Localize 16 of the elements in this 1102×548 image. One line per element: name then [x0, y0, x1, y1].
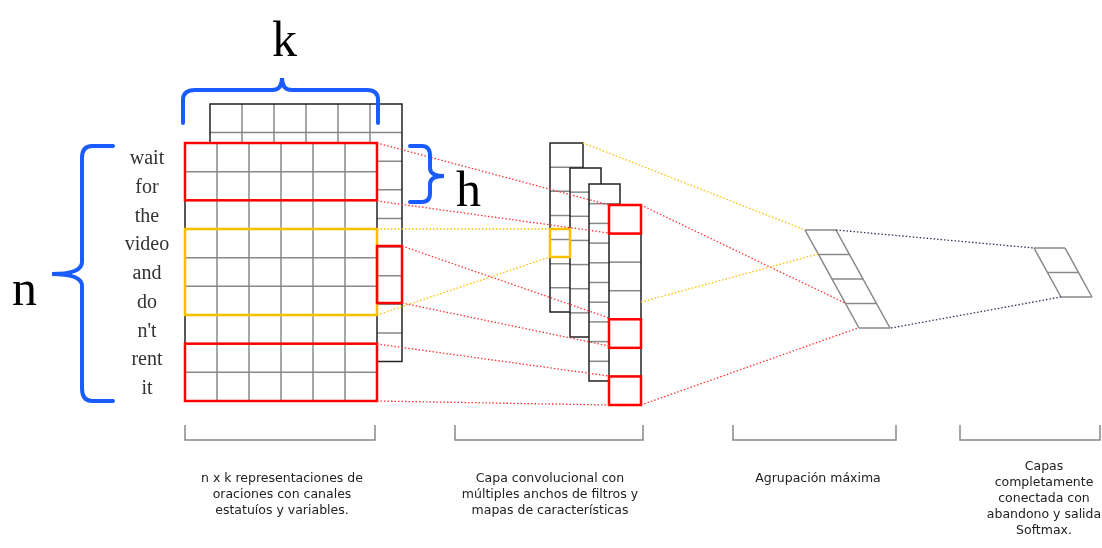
layer-caption: Capas completamente conectada con abandono y salida Softmax. [985, 458, 1102, 538]
dimension-label: n [12, 263, 37, 313]
word-label: n't [137, 320, 157, 340]
dimension-label: k [272, 14, 297, 64]
layer-caption: Agrupación máxima [754, 470, 882, 486]
word-label: and [132, 262, 162, 282]
word-label: video [124, 233, 170, 253]
word-label: it [141, 377, 153, 397]
word-label: for [135, 176, 159, 196]
layer-caption: Capa convolucional con múltiples anchos de filtros y mapas de características [460, 470, 640, 518]
word-label: wait [129, 147, 165, 167]
dimension-label: h [456, 164, 481, 214]
word-label: the [134, 205, 160, 225]
word-label: do [137, 291, 157, 311]
layer-caption: n x k representaciones de oraciones con canales estatuíos y variables. [200, 470, 364, 518]
word-label: rent [131, 348, 163, 368]
